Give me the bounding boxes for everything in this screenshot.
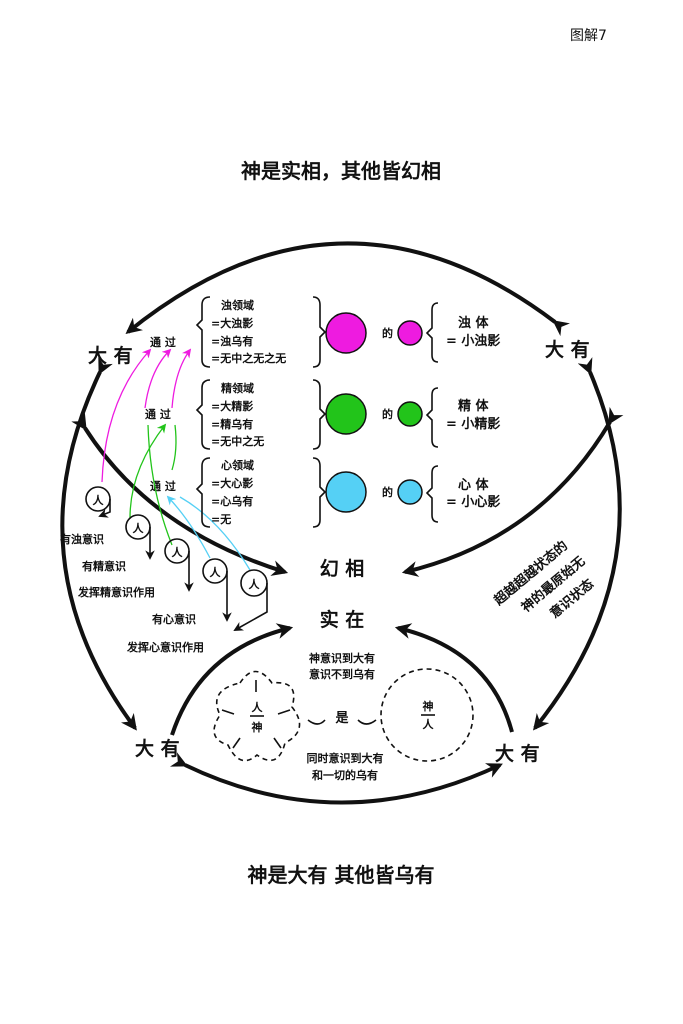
arc-left-to-shizai	[170, 623, 294, 736]
svg-text:=心乌有: =心乌有	[211, 494, 253, 508]
svg-text:人: 人	[249, 577, 261, 591]
svg-text:精领域: 精领域	[221, 381, 254, 395]
person-1: 人	[85, 486, 111, 518]
consciousness-3: 发挥精意识作用	[77, 585, 155, 599]
shizai: 实 在	[320, 608, 365, 631]
svg-text:心 体: 心 体	[458, 477, 490, 493]
circle-shen-ren: 神 人	[380, 668, 474, 762]
dayou-top-right: 大 有	[545, 338, 590, 361]
person-3: 人	[164, 538, 194, 592]
curl-left	[307, 719, 326, 725]
title-bottom: 神是大有 其他皆乌有	[248, 863, 435, 887]
svg-text:浊领域: 浊领域	[221, 298, 254, 312]
svg-text:=无中之无之无: =无中之无之无	[211, 351, 286, 365]
tongguo-3: 通 过	[150, 479, 176, 493]
green-arrow-1	[129, 423, 167, 519]
god-aware-2: 意识不到乌有	[309, 667, 375, 681]
svg-text:的: 的	[382, 407, 393, 421]
svg-text:神: 神	[423, 699, 434, 713]
svg-text:人: 人	[172, 545, 184, 559]
arc-bottom	[169, 752, 503, 805]
blue-arrow-2	[179, 496, 251, 571]
svg-text:精 体: 精 体	[458, 398, 490, 414]
dayou-bottom-right: 大 有	[495, 742, 540, 765]
person-4: 人	[202, 558, 232, 622]
person-5: 人	[233, 569, 268, 631]
svg-text:浊 体: 浊 体	[458, 315, 490, 331]
arc-left	[60, 357, 137, 731]
consciousness-1: 有浊意识	[60, 532, 104, 546]
svg-text:神: 神	[252, 720, 263, 734]
dayou-bottom-left: 大 有	[135, 737, 180, 760]
magenta-arrow-1	[101, 348, 152, 483]
svg-text:人: 人	[210, 565, 222, 579]
svg-text:=精乌有: =精乌有	[211, 417, 253, 431]
shi-label: 是	[334, 711, 349, 726]
magenta-arrow-3	[171, 348, 192, 409]
svg-text:=大浊影: =大浊影	[211, 316, 253, 330]
consciousness-2: 有精意识	[82, 559, 126, 573]
svg-text:=无: =无	[211, 513, 231, 526]
blue-arrow-1	[166, 495, 211, 559]
god-aware-1: 神意识到大有	[309, 651, 375, 665]
arc-right-to-huanxiang	[401, 406, 624, 577]
svg-text:=大心影: =大心影	[211, 476, 253, 490]
tongguo-1: 通 过	[150, 335, 176, 349]
curl-right	[357, 719, 377, 725]
simultaneous-1: 同时意识到大有	[307, 751, 384, 765]
level-fine: 精领域 =大精影 =精乌有 =无中之无 的 精 体 = 小精影	[195, 379, 500, 450]
green-arrow-2	[147, 424, 173, 546]
consciousness-5: 发挥心意识作用	[126, 640, 204, 654]
svg-text:= 小心影: = 小心影	[446, 494, 500, 510]
page-label: 图解7	[570, 28, 607, 44]
svg-text:的: 的	[382, 326, 393, 340]
consciousness-4: 有心意识	[152, 612, 196, 626]
svg-text:=无中之无: =无中之无	[211, 434, 264, 448]
svg-text:= 小精影: = 小精影	[446, 416, 500, 432]
arc-right-to-shizai	[394, 623, 514, 733]
green-arrow-3	[171, 424, 177, 471]
magenta-arrow-2	[144, 348, 172, 409]
level-mind: 心领域 =大心影 =心乌有 =无 的 心 体 = 小心影	[195, 457, 500, 528]
arc-top	[125, 241, 571, 337]
svg-text:=大精影: =大精影	[211, 399, 253, 413]
level-turbid: 浊领域 =大浊影 =浊乌有 =无中之无之无 的 浊 体 = 小浊影	[195, 296, 500, 368]
svg-text:人: 人	[423, 717, 435, 731]
svg-text:人: 人	[93, 493, 105, 507]
svg-text:=浊乌有: =浊乌有	[211, 334, 253, 348]
svg-text:= 小浊影: = 小浊影	[446, 333, 500, 349]
svg-text:心领域: 心领域	[221, 458, 254, 472]
simultaneous-2: 和一切的乌有	[312, 768, 378, 782]
svg-text:人: 人	[252, 700, 264, 714]
person-2: 人	[125, 514, 155, 560]
title-top: 神是实相，其他皆幻相	[241, 159, 441, 183]
beyond-text: 超越超越状态的 神的最原始无 意识状态	[491, 538, 597, 622]
arc-dayou-to-huanxiang	[71, 412, 289, 576]
huanxiang: 幻 相	[320, 557, 365, 580]
dayou-top-left: 大 有	[88, 344, 133, 367]
svg-text:人: 人	[133, 521, 145, 535]
flower-ren-shen: 人 神	[213, 670, 301, 762]
svg-text:的: 的	[382, 485, 393, 499]
tongguo-2: 通 过	[145, 407, 171, 421]
